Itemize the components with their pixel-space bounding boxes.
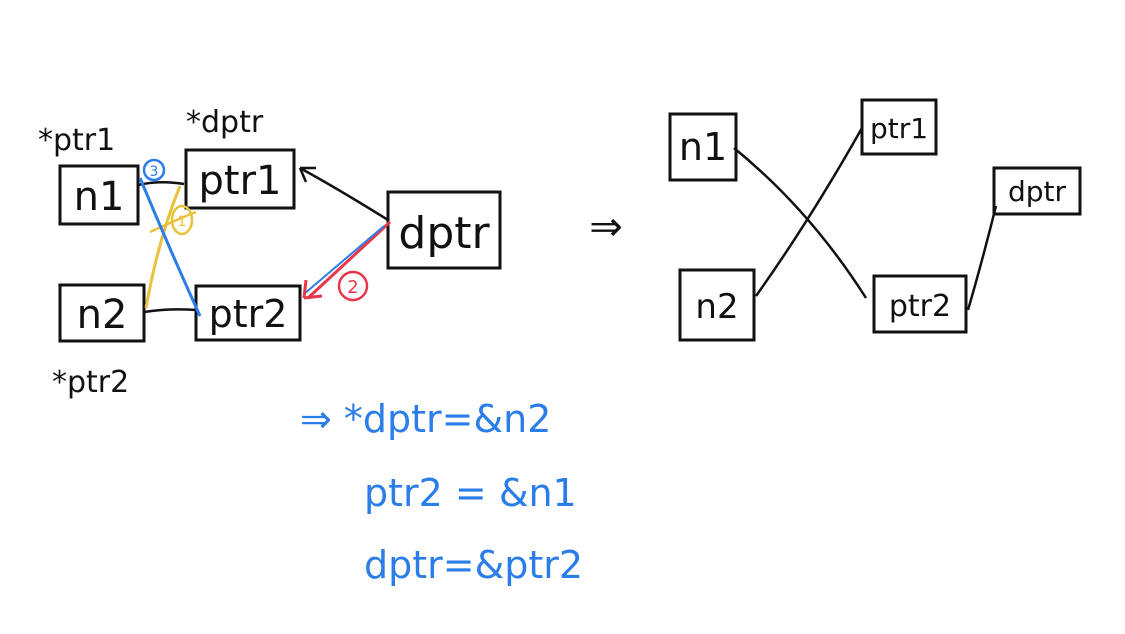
yellow-cross-line-2 [149,210,197,234]
right-box-n2-label: n2 [695,287,738,327]
left-box-dptr-label: dptr [398,208,490,259]
right-box-ptr1: ptr1 [860,98,938,156]
right-box-n2: n2 [678,268,756,342]
left-box-ptr2: ptr2 [194,284,302,342]
right-diagram: n1 n2 ptr1 ptr2 dptr [668,98,1082,342]
arrow-dptr-to-ptr1 [298,166,389,222]
right-box-n1: n1 [668,112,738,182]
left-box-n2-label: n2 [77,292,128,338]
left-box-ptr1-label: ptr1 [199,158,282,204]
label-ptr1-star: *ptr1 [38,123,115,158]
marker-3-label: 3 [150,164,159,180]
left-diagram: *ptr1 *dptr *ptr2 n1 ptr1 n2 ptr2 dptr [38,105,502,400]
label-ptr2-star: *ptr2 [52,365,129,400]
right-box-ptr2: ptr2 [872,274,968,334]
implies-arrow-icon: ⇒ [589,204,623,250]
marker-1: 1 [170,204,194,236]
yellow-cross-line [144,185,182,309]
marker-2: 2 [337,270,369,302]
blue-cross-line [138,177,202,317]
label-dptr-star: *dptr [186,105,264,140]
right-box-ptr2-label: ptr2 [889,289,951,324]
link-n1-ptr1 [137,181,185,187]
left-box-n2: n2 [58,283,146,343]
arrow-dptr-to-ptr2 [302,220,392,300]
step-line-3: dptr=&ptr2 [364,543,583,587]
link-ptr2-dptr [966,205,998,311]
left-box-ptr1: ptr1 [184,148,296,210]
right-box-n1-label: n1 [679,125,727,169]
marker-3: 3 [142,158,166,182]
link-n2-ptr1 [754,127,864,297]
right-box-ptr1-label: ptr1 [870,112,928,145]
left-box-dptr: dptr [386,190,502,270]
left-box-n1: n1 [58,164,140,226]
right-box-dptr-label: dptr [1008,175,1067,208]
steps: ⇒ *dptr=&n2 ptr2 = &n1 dptr=&ptr2 [300,397,583,587]
right-box-dptr: dptr [992,166,1082,216]
link-n1-ptr2 [733,147,868,299]
step-line-1: ⇒ *dptr=&n2 [300,397,551,441]
left-box-n1-label: n1 [74,174,125,220]
marker-1-label: 1 [178,214,187,230]
left-box-ptr2-label: ptr2 [209,292,288,336]
step-line-2: ptr2 = &n1 [364,471,577,515]
marker-2-label: 2 [347,277,358,298]
link-n2-ptr2 [143,308,197,314]
